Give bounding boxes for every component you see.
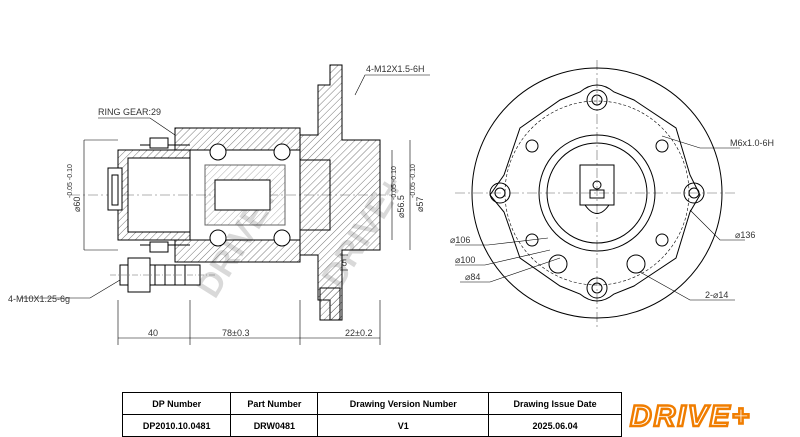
label-thread-m6: M6x1.0-6H <box>730 138 774 148</box>
label-dia-136: ⌀136 <box>735 230 755 240</box>
hub-front-view <box>455 60 745 330</box>
header-issue-date: Drawing Issue Date <box>488 392 622 415</box>
value-version-number: V1 <box>317 414 490 437</box>
label-holes-14: 2-⌀14 <box>705 290 728 300</box>
label-stud-thread: 4-M10X1.25-6g <box>8 294 70 304</box>
label-dia-57: ⌀57 <box>415 197 425 212</box>
brand-logo-text: DRIVE+ <box>630 400 751 432</box>
label-dia-60: ⌀60 <box>72 197 82 212</box>
label-dia-84: ⌀84 <box>465 272 480 282</box>
header-version-number: Drawing Version Number <box>317 392 490 415</box>
value-part-number: DRW0481 <box>230 414 319 437</box>
title-block: DP Number Part Number Drawing Version Nu… <box>121 392 622 437</box>
header-part-number: Part Number <box>230 392 319 415</box>
value-issue-date: 2025.06.04 <box>488 414 622 437</box>
brand-logo: DRIVE+ <box>629 399 751 432</box>
label-dim-78: 78±0.3 <box>222 328 249 338</box>
value-dp-number: DP2010.10.0481 <box>121 414 232 437</box>
title-block-value-row: DP2010.10.0481 DRW0481 V1 2025.06.04 <box>121 414 622 437</box>
label-dia-57-tol: -0.05 -0.10 <box>410 164 417 198</box>
header-dp-number: DP Number <box>121 392 232 415</box>
section-dimensions: 4-M12X1.5-6H RING GEAR:29 4-M10X1.25-6g … <box>8 64 425 338</box>
hub-section-view <box>20 64 430 345</box>
label-dia-56-5: ⌀56.5 <box>396 195 406 218</box>
label-dim-5: 5 <box>342 258 347 268</box>
label-dim-22: 22±0.2 <box>345 328 372 338</box>
label-dia-106: ⌀106 <box>450 235 470 245</box>
front-dimensions: M6x1.0-6H ⌀106 ⌀100 ⌀84 ⌀136 2-⌀14 <box>450 138 774 300</box>
label-dim-40: 40 <box>148 328 158 338</box>
title-block-header-row: DP Number Part Number Drawing Version Nu… <box>121 392 622 415</box>
label-dia-56-5-tol: -0.05 -0.10 <box>391 166 398 200</box>
label-dia-60-tol: -0.05 -0.10 <box>67 164 74 198</box>
label-dia-100: ⌀100 <box>455 255 475 265</box>
label-ring-gear: RING GEAR:29 <box>98 107 161 117</box>
label-thread-top: 4-M12X1.5-6H <box>366 64 425 74</box>
